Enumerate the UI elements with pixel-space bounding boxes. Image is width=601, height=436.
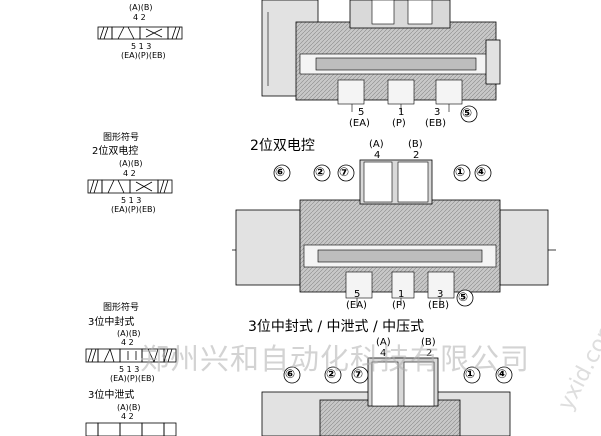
section-top-callout: ⑤ xyxy=(462,106,473,120)
callouts-bottom xyxy=(283,366,513,384)
section-middle-callout: ② xyxy=(315,165,326,179)
section-middle-port-num: 5 xyxy=(354,289,361,300)
section-middle-port-num: 3 xyxy=(437,289,444,300)
symbol-lower-ports2: (A)(B) xyxy=(117,403,141,412)
section-middle-port-num: 1 xyxy=(398,289,405,300)
section-middle-callout: ④ xyxy=(476,165,487,179)
cross-section-middle xyxy=(232,159,556,306)
symbol-lower-bottom-nums: 5 1 3 xyxy=(119,365,140,374)
section-middle-top-port-num: 4 xyxy=(374,150,381,161)
section-middle-top-port-name: (B) xyxy=(408,139,423,150)
cross-section-bottom xyxy=(261,357,511,436)
section-bottom-callout: ④ xyxy=(497,367,508,381)
section-bottom-callout: ⑦ xyxy=(353,367,364,381)
symbol-middle-bottom-nums: 5 1 3 xyxy=(121,196,142,205)
symbol-lower-title2: 3位中泄式 xyxy=(88,390,135,401)
section-top-port-num: 3 xyxy=(434,107,441,118)
symbol-top-bottom-nums: 5 1 3 xyxy=(131,42,152,51)
symbol-lower-port-nums: 4 2 xyxy=(121,338,134,347)
symbol-middle-title: 2位双电控 xyxy=(92,146,139,157)
section-bottom-top-port-num: 4 xyxy=(380,348,387,359)
section-middle-port-name: (EB) xyxy=(428,300,449,311)
valve-symbol-top xyxy=(97,26,183,40)
symbol-lower-heading: 图形符号 xyxy=(103,303,140,313)
section-top-port-num: 5 xyxy=(358,107,365,118)
symbol-lower-title1: 3位中封式 xyxy=(88,317,135,328)
symbol-lower-bottom-ports: (EA)(P)(EB) xyxy=(110,374,155,383)
section-middle-top-port-name: (A) xyxy=(369,139,384,150)
valve-symbol-lower xyxy=(85,348,177,436)
section-middle-port-name: (EA) xyxy=(346,300,367,311)
section-bottom-callout: ① xyxy=(465,367,476,381)
symbol-middle-ports: (A)(B) xyxy=(119,159,143,168)
section-bottom-callout: ② xyxy=(326,367,337,381)
section-middle-callout: ⑦ xyxy=(339,165,350,179)
section-middle-callout: ① xyxy=(455,165,466,179)
section-bottom-top-port-name: (B) xyxy=(421,337,436,348)
section-top-port-num: 1 xyxy=(398,107,405,118)
watermark-text: 郑州兴和自动化科技有限公司 xyxy=(140,342,531,376)
symbol-middle-bottom-ports: (EA)(P)(EB) xyxy=(111,205,156,214)
section-bottom-callout: ⑥ xyxy=(285,367,296,381)
callout-circle xyxy=(460,105,478,123)
valve-symbol-middle xyxy=(87,179,173,194)
symbol-lower-ports: (A)(B) xyxy=(117,329,141,338)
section-bottom-top-port-num: 2 xyxy=(426,348,433,359)
callouts-middle xyxy=(273,164,492,307)
section-middle-callout: ⑥ xyxy=(275,165,286,179)
section-middle-top-port-num: 2 xyxy=(413,150,420,161)
symbol-top-bottom-ports: (EA)(P)(EB) xyxy=(121,51,166,60)
symbol-top-ports: (A)(B) xyxy=(129,3,153,12)
section-middle-callout: ⑤ xyxy=(458,290,469,304)
symbol-lower-port-nums2: 4 2 xyxy=(121,412,134,421)
cross-section-top xyxy=(261,0,501,112)
section-top-port-name: (EA) xyxy=(349,118,370,129)
symbol-middle-port-nums: 4 2 xyxy=(123,169,136,178)
symbol-top-port-nums: 4 2 xyxy=(133,13,146,22)
section-bottom-title: 3位中封式 / 中泄式 / 中压式 xyxy=(248,319,425,335)
section-middle-title: 2位双电控 xyxy=(250,138,315,154)
section-top-port-name: (P) xyxy=(392,118,406,129)
section-middle-port-name: (P) xyxy=(392,300,406,311)
section-top-port-name: (EB) xyxy=(425,118,446,129)
section-bottom-top-port-name: (A) xyxy=(376,337,391,348)
symbol-middle-heading: 图形符号 xyxy=(103,133,140,143)
